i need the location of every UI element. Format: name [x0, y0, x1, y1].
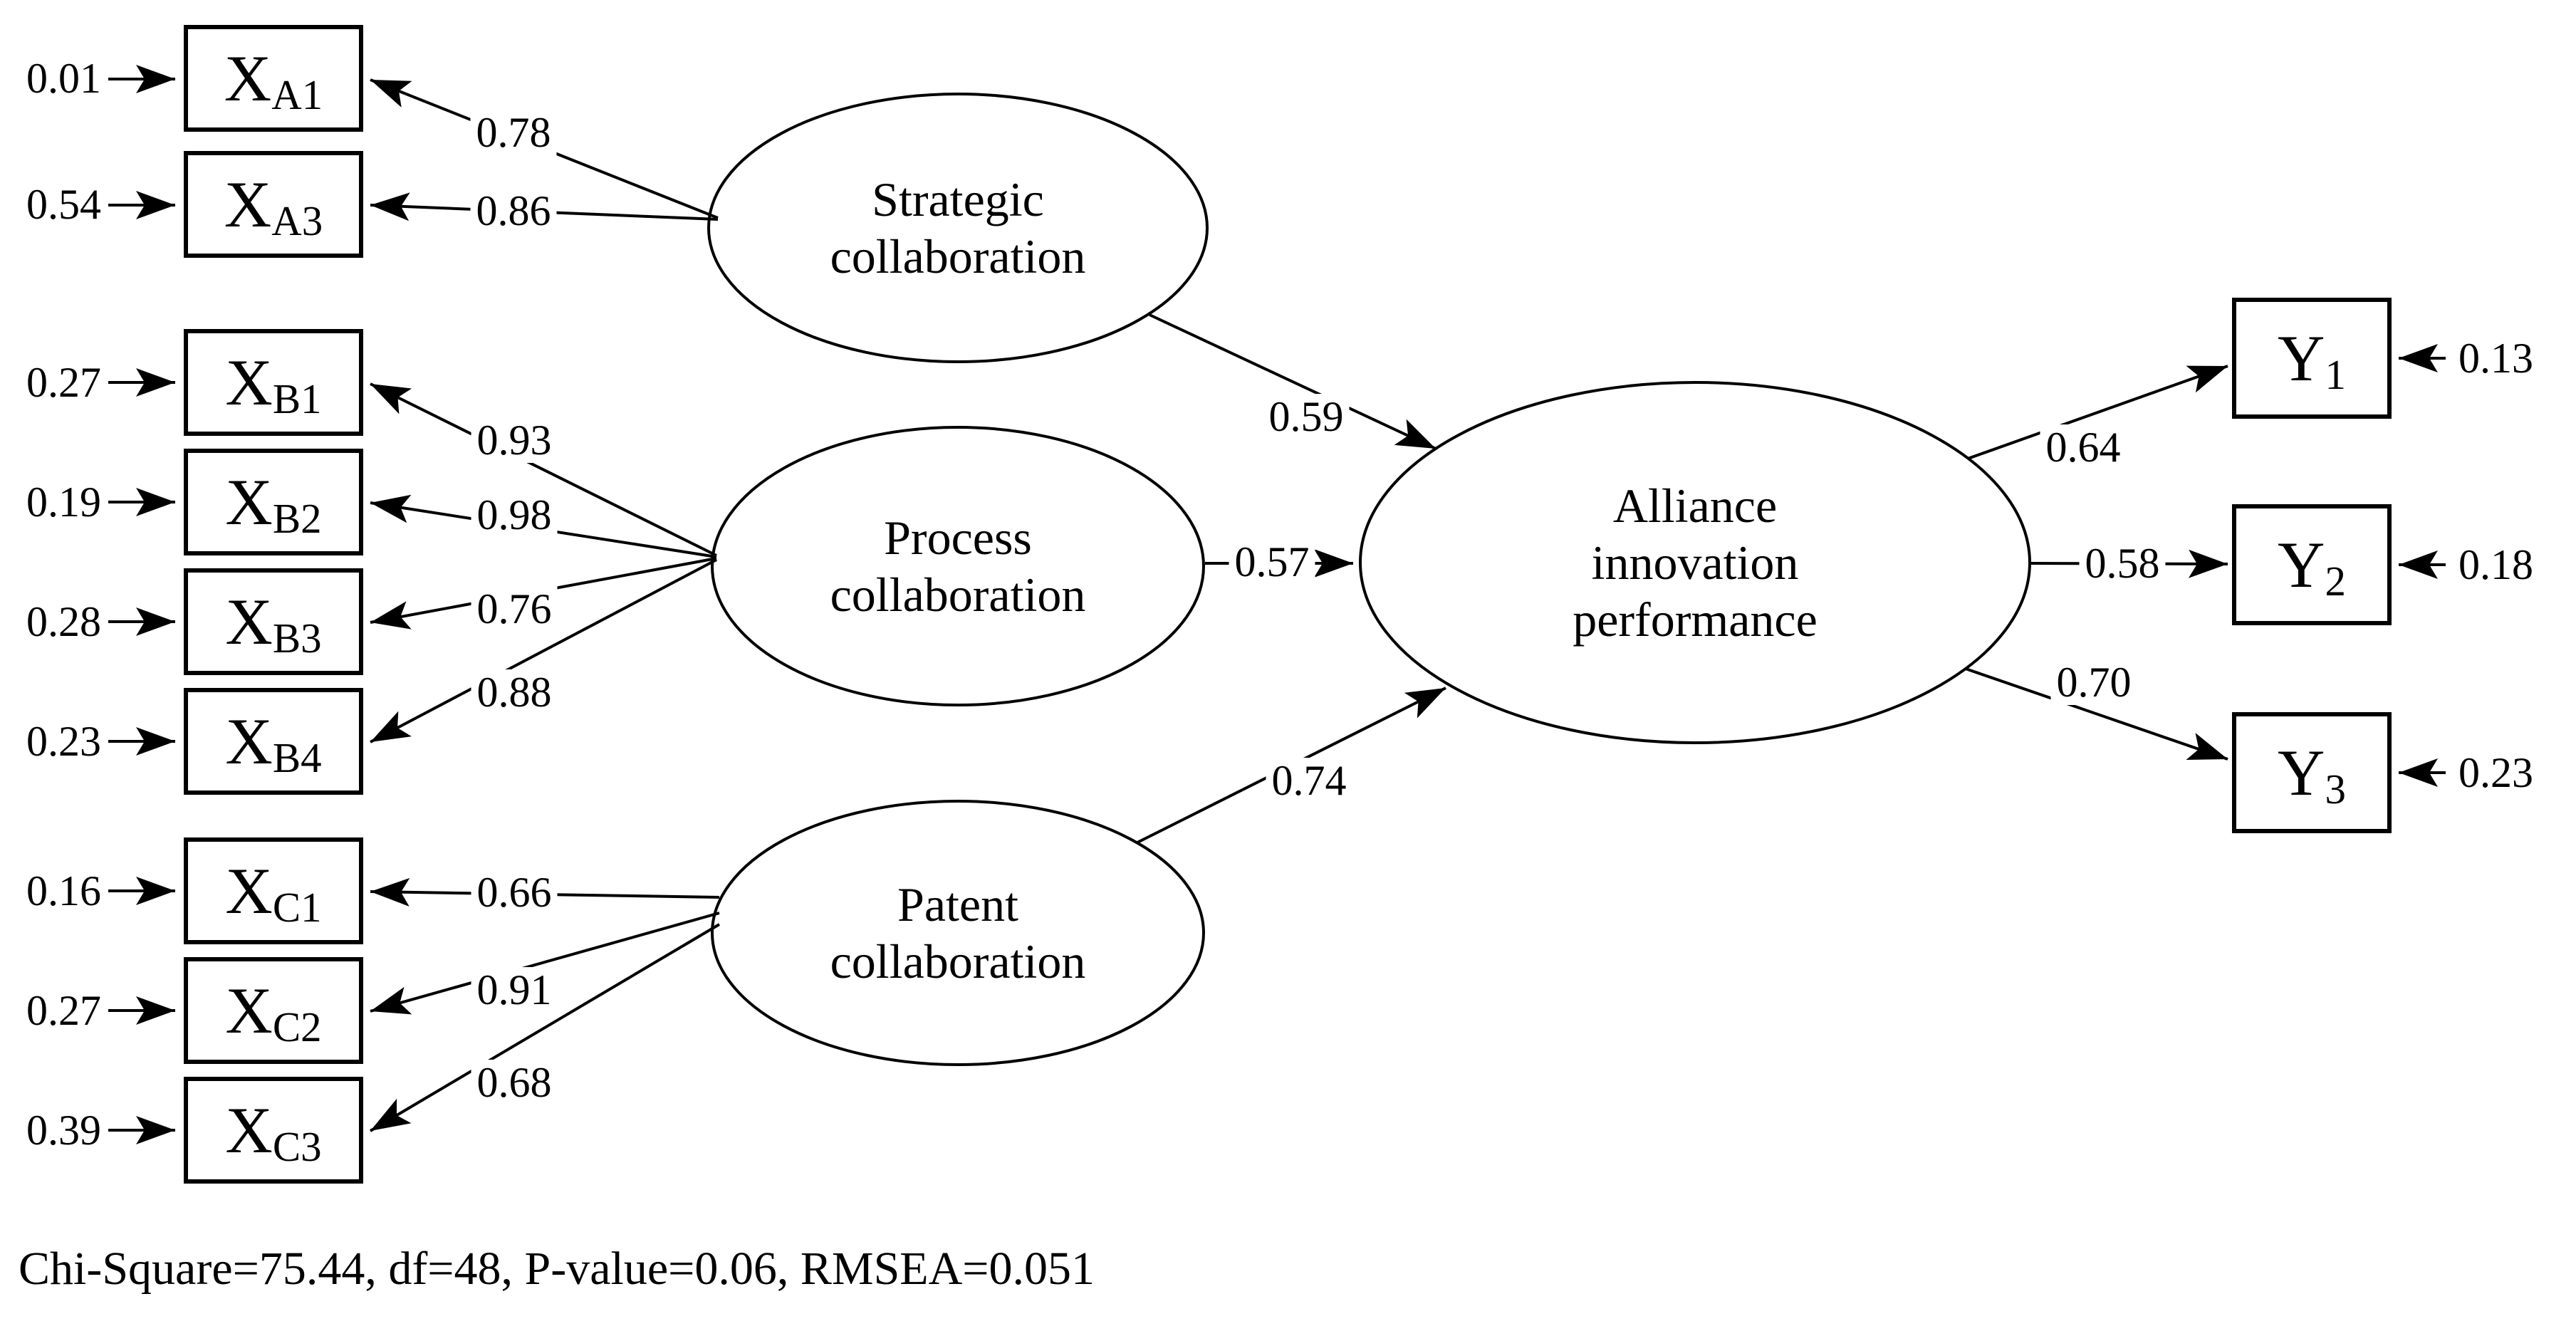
indicator-box-y3: Y3 — [2232, 712, 2392, 833]
indicator-box-xb3: XB3 — [184, 568, 363, 675]
loading-value-xb1: 0.93 — [471, 417, 558, 463]
loading-path-xc2 — [370, 912, 720, 1015]
alliance-innovation-performance-label: Alliance innovation performance — [1573, 479, 1818, 647]
strategic-collaboration-label: Strategic collaboration — [830, 172, 1086, 283]
indicator-label-xa3: XA3 — [224, 168, 323, 244]
error-value-xb4: 0.23 — [26, 718, 101, 765]
indicator-label-xa1: XA1 — [224, 42, 323, 118]
indicator-label-xc2: XC2 — [225, 974, 322, 1050]
error-value-xa3: 0.54 — [26, 181, 101, 228]
loading-value-xa1: 0.78 — [470, 110, 557, 155]
indicator-label-xc1: XC1 — [225, 855, 322, 931]
loading-path-xb1 — [370, 382, 717, 557]
loading-value-xc3: 0.68 — [471, 1060, 558, 1105]
error-value-y2: 0.18 — [2458, 541, 2533, 588]
alliance-innovation-performance-ellipse — [1359, 381, 2031, 744]
patent-collaboration-label: Patent collaboration — [830, 877, 1086, 988]
error-value-xa1: 0.01 — [26, 55, 101, 102]
loading-path-xc3 — [369, 923, 721, 1132]
path-coefficient-process: 0.57 — [1229, 539, 1315, 585]
indicator-box-xb1: XB1 — [184, 329, 363, 436]
indicator-label-y1: Y1 — [2278, 322, 2346, 398]
loading-path-xb4 — [370, 558, 717, 743]
path-coefficient-strategic: 0.59 — [1263, 394, 1350, 439]
indicator-label-xb3: XB3 — [225, 585, 322, 662]
indicator-box-xb2: XB2 — [184, 449, 363, 555]
loading-value-xb3: 0.76 — [471, 586, 558, 632]
path-strategic-to-alliance — [1149, 313, 1436, 450]
loading-value-xc2: 0.91 — [471, 967, 558, 1013]
process-collaboration-ellipse — [711, 426, 1205, 706]
error-value-xc2: 0.27 — [26, 987, 101, 1034]
indicator-box-xa1: XA1 — [184, 25, 363, 132]
error-value-xb3: 0.28 — [26, 598, 101, 645]
loading-value-xc1: 0.66 — [471, 870, 558, 915]
strategic-collaboration-ellipse — [707, 93, 1209, 363]
patent-collaboration-ellipse — [711, 800, 1205, 1066]
indicator-box-xc2: XC2 — [184, 957, 363, 1064]
indicator-label-xb2: XB2 — [225, 466, 322, 542]
indicator-box-xb4: XB4 — [184, 688, 363, 795]
error-value-y1: 0.13 — [2458, 335, 2533, 382]
error-value-xb1: 0.27 — [26, 359, 101, 406]
loading-value-xa3: 0.86 — [470, 188, 557, 234]
loading-value-xb2: 0.98 — [471, 492, 558, 538]
loading-value-y3: 0.70 — [2050, 659, 2137, 705]
process-collaboration-label: Process collaboration — [830, 511, 1086, 622]
indicator-label-y3: Y3 — [2278, 736, 2346, 813]
loading-path-y1 — [1967, 365, 2228, 460]
indicator-label-y2: Y2 — [2278, 528, 2346, 605]
indicator-box-y2: Y2 — [2232, 504, 2392, 625]
indicator-box-xc3: XC3 — [184, 1077, 363, 1184]
loading-value-y2: 0.58 — [2079, 541, 2166, 586]
error-value-xb2: 0.19 — [26, 479, 101, 526]
path-coefficient-patent: 0.74 — [1266, 758, 1352, 803]
error-value-xc1: 0.16 — [26, 867, 101, 914]
loading-path-y3 — [1965, 667, 2228, 761]
fit-statistics: Chi-Square=75.44, df=48, P-value=0.06, R… — [19, 1243, 1095, 1295]
loading-value-xb4: 0.88 — [471, 669, 558, 715]
indicator-box-xa3: XA3 — [184, 151, 363, 258]
error-value-y3: 0.23 — [2458, 749, 2533, 796]
indicator-label-xb4: XB4 — [225, 705, 322, 781]
indicator-box-xc1: XC1 — [184, 837, 363, 944]
error-value-xc3: 0.39 — [26, 1107, 101, 1154]
loading-value-y1: 0.64 — [2040, 424, 2127, 470]
indicator-box-y1: Y1 — [2232, 298, 2392, 419]
indicator-label-xb1: XB1 — [225, 346, 322, 422]
indicator-label-xc3: XC3 — [225, 1094, 322, 1170]
